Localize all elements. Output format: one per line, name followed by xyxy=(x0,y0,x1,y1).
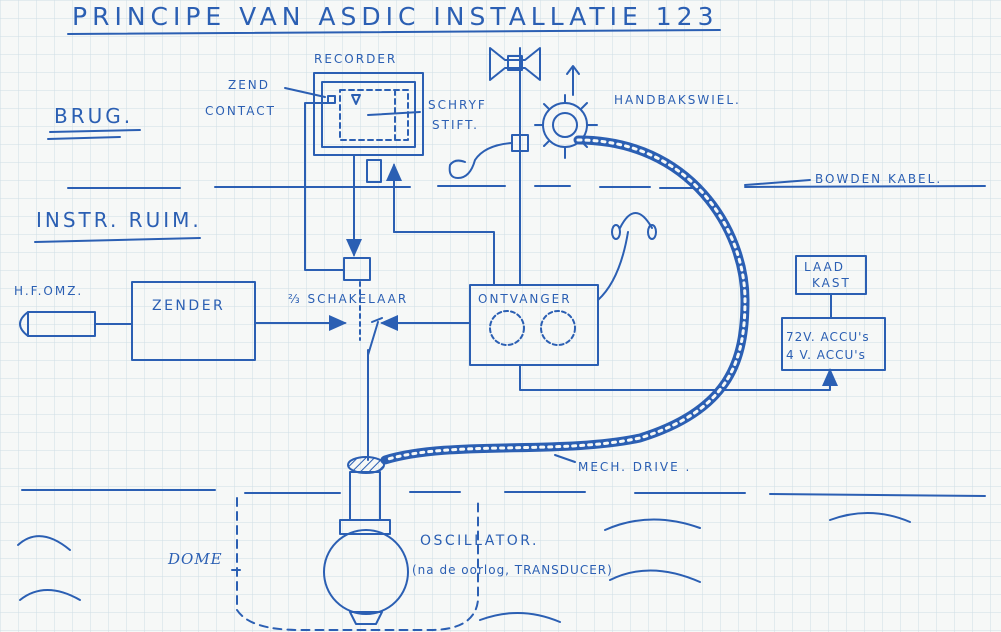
transducer-note: (na de oorlog, TRANSDUCER) xyxy=(412,563,613,577)
headphone-cup-left xyxy=(611,224,621,240)
bowden-cable-hatch xyxy=(383,138,747,462)
bowden-pointer xyxy=(744,179,811,186)
schakelaar-box xyxy=(343,257,371,281)
headphones xyxy=(619,212,653,229)
laad-label: LAAD xyxy=(804,260,845,274)
ontvanger-dial-right xyxy=(540,310,576,346)
wave xyxy=(604,518,701,531)
headphone-cord xyxy=(597,231,629,301)
wave xyxy=(19,589,81,601)
ontvanger-to-recorder-wire xyxy=(393,231,495,286)
loudspeaker xyxy=(489,47,541,81)
oscillator-label: OSCILLATOR. xyxy=(420,533,539,549)
wave xyxy=(17,535,71,551)
recorder-label: RECORDER xyxy=(314,52,398,66)
zend-contact-wire xyxy=(304,102,345,271)
oscillator-foot xyxy=(349,611,383,625)
recorder-inner xyxy=(321,81,416,148)
contact-label: CONTACT xyxy=(205,104,276,118)
ontvanger-dial-left xyxy=(489,310,525,346)
recorder-motor xyxy=(366,159,382,183)
headphone-cup-right xyxy=(647,224,657,240)
loudspeaker-center xyxy=(507,55,523,71)
zender-box xyxy=(131,281,256,361)
oscillator xyxy=(323,529,409,615)
handset-cord xyxy=(448,142,513,179)
wave xyxy=(829,512,911,523)
zender-label: ZENDER xyxy=(152,298,226,314)
bowden-label: BOWDEN KABEL. xyxy=(815,172,943,186)
page-title: PRINCIPE VAN ASDIC INSTALLATIE 123 xyxy=(72,2,719,31)
handwheel-hub xyxy=(552,112,578,138)
wave xyxy=(609,569,701,583)
section-instr-ruim: INSTR. RUIM. xyxy=(36,208,202,232)
recorder-paper-dash xyxy=(339,89,409,141)
schryf-pointer xyxy=(367,111,421,116)
handwheel-spokes xyxy=(534,94,598,159)
schryf-label: SCHRYF xyxy=(428,98,487,112)
recorder-box xyxy=(313,72,424,156)
wave xyxy=(479,612,561,623)
zend-pointer xyxy=(284,87,326,98)
water-line xyxy=(21,489,986,497)
brug-underline xyxy=(47,129,141,140)
stylus-marker xyxy=(351,94,361,105)
hf-omz-label: H.F.OMZ. xyxy=(14,284,84,298)
handwheel-direction-arrow xyxy=(566,65,580,96)
dome-outline xyxy=(236,497,479,631)
mech-drive-pointer xyxy=(554,454,576,463)
stift-label: STIFT. xyxy=(432,118,479,132)
mech-drive-label: MECH. DRIVE . xyxy=(578,460,692,474)
instr-underline xyxy=(34,237,201,243)
handbakswiel-label: HANDBAKSWIEL. xyxy=(614,93,741,107)
kast-label: KAST xyxy=(812,276,851,290)
ontvanger-label: ONTVANGER xyxy=(478,292,572,306)
schakelaar-label: ⅔ SCHAKELAAR xyxy=(288,292,409,306)
ontvanger-box xyxy=(469,284,599,366)
dome-label: DOME xyxy=(168,550,223,568)
deck-line xyxy=(67,185,986,189)
zend-label: ZEND xyxy=(228,78,271,92)
oscillator-collar xyxy=(339,519,391,535)
hf-omz-cylinder xyxy=(19,311,96,337)
accu-4v-label: 4 V. ACCU's xyxy=(786,348,866,362)
drive-ring xyxy=(347,456,385,474)
title-underline xyxy=(67,29,721,35)
accu-72v-label: 72V. ACCU's xyxy=(786,330,870,344)
power-supply-wire xyxy=(519,364,838,391)
section-brug: BRUG. xyxy=(54,104,134,128)
